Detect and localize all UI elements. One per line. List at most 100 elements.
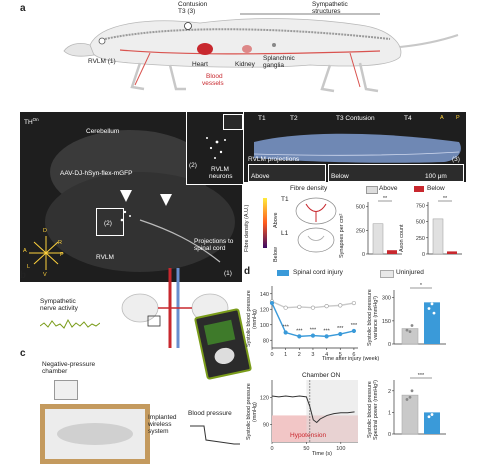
significance-label: *** (296, 328, 303, 334)
label-splanchnic: Splanchnic (263, 55, 295, 62)
label-vessels: vessels (202, 80, 224, 87)
compass-a: A (23, 248, 27, 254)
trace-x-tick-label: 0 (270, 446, 273, 452)
legend-above-swatch (366, 186, 378, 194)
power-dot (427, 415, 431, 419)
synapse-bar (372, 223, 384, 255)
label-hypotension: Hypotension (290, 432, 327, 439)
label-projections: Projections to (194, 238, 234, 245)
arrowhead-icon (160, 194, 172, 206)
synapse-bar (387, 250, 397, 254)
pressure-chamber (40, 404, 150, 464)
weekly-x-tick-label: 0 (270, 352, 273, 358)
bp-trace (190, 425, 240, 445)
label-implanted: Implanted (148, 414, 177, 421)
variance-dot (410, 324, 414, 327)
panel-c-letter: c (20, 348, 26, 359)
label-ganglia: ganglia (263, 62, 284, 69)
label-density-l1: L1 (281, 230, 289, 237)
inset-box (96, 208, 124, 236)
weekly-y-tick-label: 120 (260, 307, 269, 313)
label-wireless: wireless (148, 421, 172, 428)
legend-uninjured: Uninjured (396, 269, 424, 276)
axon-bar (432, 218, 444, 255)
label-t1: T1 (258, 115, 266, 122)
weekly-x-tick-label: 1 (284, 352, 287, 358)
spinal-image: T1 T2 T3 Contusion T4 A P RVLM projectio… (244, 112, 466, 182)
data-point (351, 328, 357, 334)
variance-dot (427, 307, 431, 310)
chamber-on-band (306, 380, 358, 442)
legend-below-swatch (414, 186, 424, 192)
power-chart: 012*** (388, 373, 446, 438)
label-negative-pressure: Negative-pressure (42, 361, 96, 368)
label-side-below: Below (273, 247, 279, 262)
compass-r: R (58, 240, 62, 246)
label-blood-pressure: Blood pressure (188, 410, 232, 417)
legend-uninjured-swatch (380, 270, 394, 278)
compass-v: V (43, 272, 47, 278)
label-p-axis: P (456, 115, 460, 121)
power-y-tick-label: 1 (388, 410, 391, 416)
label-rvlm-1: RVLM (1) (88, 58, 116, 65)
trace-x-tick-label: 100 (336, 446, 345, 452)
synapse-sig-label: ** (383, 196, 388, 202)
compass-d: D (43, 228, 47, 234)
legend-sci-swatch (277, 270, 289, 276)
data-point (324, 304, 329, 309)
weekly-x-tick-label: 5 (339, 352, 342, 358)
axon-sig-label: ** (443, 196, 448, 202)
label-side-above: Above (273, 212, 279, 228)
axon-y-tick-label: 500 (416, 220, 425, 226)
power-y-tick-label: 0 (388, 432, 391, 438)
panel-d-letter: d (244, 266, 251, 277)
power-dot (433, 406, 437, 410)
var-ylabel: Systolic blood pressure variance (mmHg²) (367, 289, 379, 347)
label-rvlm: RVLM (96, 254, 114, 261)
variance-dot (433, 296, 437, 300)
axon-y-tick-label: 750 (416, 203, 425, 209)
synapse-y-tick-label: 0 (362, 252, 365, 258)
power-sig-label: *** (418, 373, 425, 379)
power-dot (430, 413, 434, 416)
label-t4: T4 (404, 115, 412, 122)
label-chamber: chamber (42, 368, 68, 375)
rat-illustration (63, 13, 459, 93)
label-sympathetic: Sympathetic (312, 1, 348, 8)
significance-label: *** (337, 326, 344, 332)
axon-bar (447, 251, 457, 254)
weekly-y-tick-label: 140 (260, 292, 269, 298)
legend-above: Above (379, 185, 398, 192)
weekly-x-tick-label: 6 (352, 352, 355, 358)
label-kidney: Kidney (235, 61, 255, 68)
label-spinal: spinal cord (194, 245, 226, 252)
weekly-x-tick-label: 3 (311, 352, 314, 358)
compass-icon (29, 236, 63, 270)
variance-bar (424, 302, 440, 344)
legend-below: Below (427, 185, 445, 192)
label-virus: AAV-DJ-hSyn-flex-mGFP (60, 170, 133, 177)
weekly-x-tick-label: 2 (298, 352, 301, 358)
label-heart: Heart (192, 61, 208, 68)
label-below: Below (331, 173, 349, 180)
label-structures: structures (312, 8, 341, 15)
label-chamber-on: Chamber ON (302, 372, 341, 379)
label-inset-small: (2) (104, 220, 112, 227)
panel-a-letter: a (20, 3, 26, 14)
above-inset: Above (248, 164, 326, 182)
brain-tissue (45, 130, 235, 272)
th-label: THOn (24, 117, 39, 127)
label-inset-2: (2) (189, 162, 197, 169)
neurons-zoom (223, 114, 243, 130)
variance-dot (432, 311, 436, 315)
device-board (203, 319, 236, 346)
data-point (269, 300, 275, 306)
variance-y-tick-label: 300 (382, 296, 391, 302)
label-spinal-3: (3) (452, 156, 460, 163)
variance-dot (408, 330, 412, 334)
label-t3: T3 (3) (178, 8, 196, 15)
significance-label: *** (310, 328, 317, 334)
data-point (324, 334, 329, 339)
